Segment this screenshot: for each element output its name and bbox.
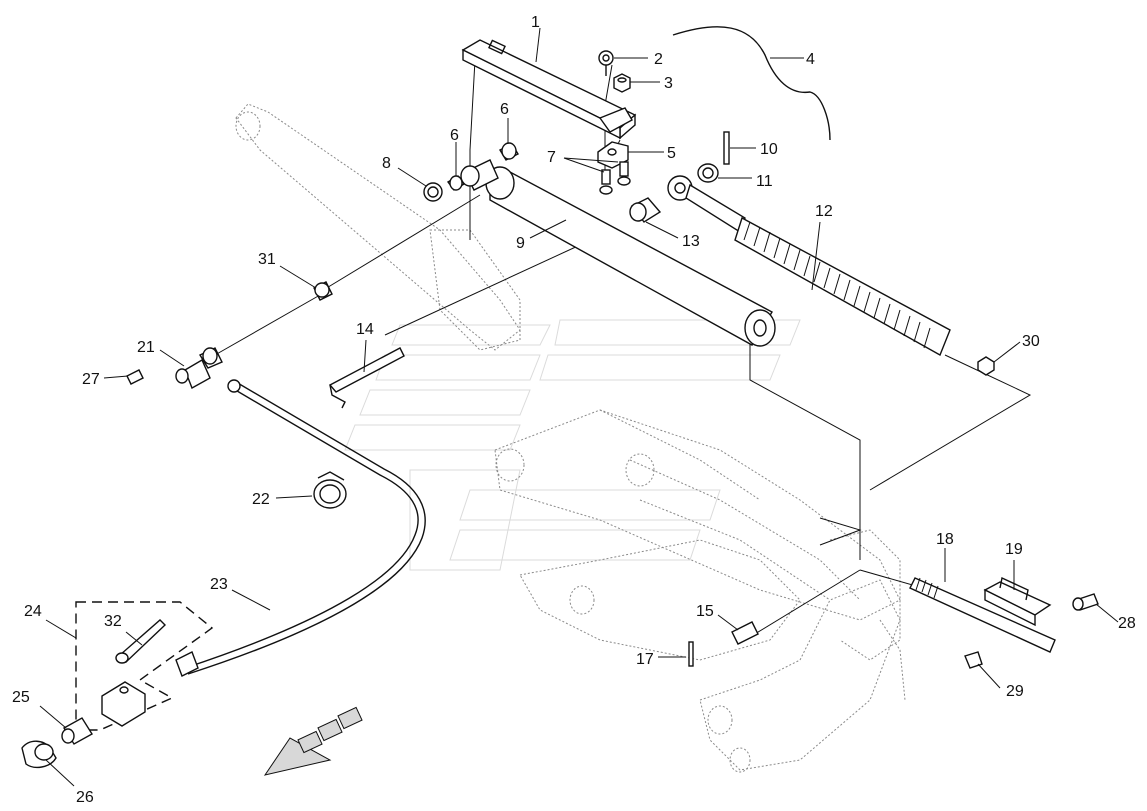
- callout-32: 32: [104, 613, 122, 630]
- part-1-upper-arm: [461, 39, 637, 140]
- callout-19: 19: [1005, 541, 1023, 558]
- callout-14: 14: [356, 321, 374, 338]
- part-29-clip: [964, 651, 983, 669]
- callout-8: 8: [382, 155, 391, 172]
- part-22-hose-clamp: [313, 471, 347, 509]
- part-12-spring-rod: [667, 175, 951, 357]
- part-28-bolt: [1072, 593, 1099, 611]
- part-4-cable: [672, 26, 831, 141]
- watermark-logo: [344, 319, 801, 571]
- callout-1: 1: [531, 14, 540, 31]
- part-19-bracket: [983, 576, 1052, 627]
- callout-22: 22: [252, 491, 270, 508]
- part-17-small-pin: [688, 641, 694, 667]
- part-6-bushings: [446, 142, 519, 191]
- part-21-tee-fitting: [175, 347, 223, 390]
- valve-block: [101, 681, 146, 727]
- callout-2: 2: [654, 51, 663, 68]
- background-frame-ghost: [235, 103, 906, 773]
- part-30-nut: [977, 356, 995, 376]
- callout-23: 23: [210, 576, 228, 593]
- callout-15: 15: [696, 603, 714, 620]
- callout-3: 3: [664, 75, 673, 92]
- callout-9: 9: [516, 235, 525, 252]
- callout-6a: 6: [450, 127, 459, 144]
- callout-24: 24: [24, 603, 42, 620]
- callout-30: 30: [1022, 333, 1040, 350]
- part-2-eye-bolt: [598, 50, 614, 76]
- callout-26: 26: [76, 789, 94, 806]
- part-31-fitting: [313, 281, 333, 301]
- callout-11: 11: [756, 173, 773, 190]
- callout-27: 27: [82, 371, 100, 388]
- callout-28: 28: [1118, 615, 1136, 632]
- part-18-threaded-rod: [909, 577, 1056, 653]
- callout-labels: 1 2 3 4 5 6 6 7 8 9 10 11 12 13 14 15 17…: [12, 14, 1136, 806]
- part-7-bolts: [599, 161, 631, 195]
- part-8-washer: [423, 182, 443, 202]
- callout-29: 29: [1006, 683, 1024, 700]
- callout-18: 18: [936, 531, 954, 548]
- part-27-set-screw: [126, 369, 144, 385]
- callout-25: 25: [12, 689, 30, 706]
- callout-4: 4: [806, 51, 815, 68]
- callout-31: 31: [258, 251, 276, 268]
- part-3-nut: [613, 73, 631, 93]
- part-9-main-tube: [460, 159, 776, 347]
- callout-5: 5: [667, 145, 676, 162]
- part-26-cap: [21, 740, 57, 769]
- callout-leaders: [39, 27, 1119, 787]
- part-14-l-pin: [328, 347, 405, 409]
- part-15-pin: [731, 621, 759, 645]
- callout-10: 10: [760, 141, 778, 158]
- callout-7: 7: [547, 149, 556, 166]
- callout-21: 21: [137, 339, 155, 356]
- callout-13: 13: [682, 233, 700, 250]
- part-10-pin: [723, 131, 730, 165]
- callout-12: 12: [815, 203, 833, 220]
- part-25-fitting: [61, 717, 93, 745]
- part-32-lever: [115, 619, 167, 664]
- direction-arrow: [263, 706, 363, 776]
- callout-17: 17: [636, 651, 654, 668]
- callout-6b: 6: [500, 101, 509, 118]
- part-11-washer: [697, 163, 719, 183]
- part-13-spacer: [629, 197, 662, 223]
- part-23-hose: [175, 379, 426, 677]
